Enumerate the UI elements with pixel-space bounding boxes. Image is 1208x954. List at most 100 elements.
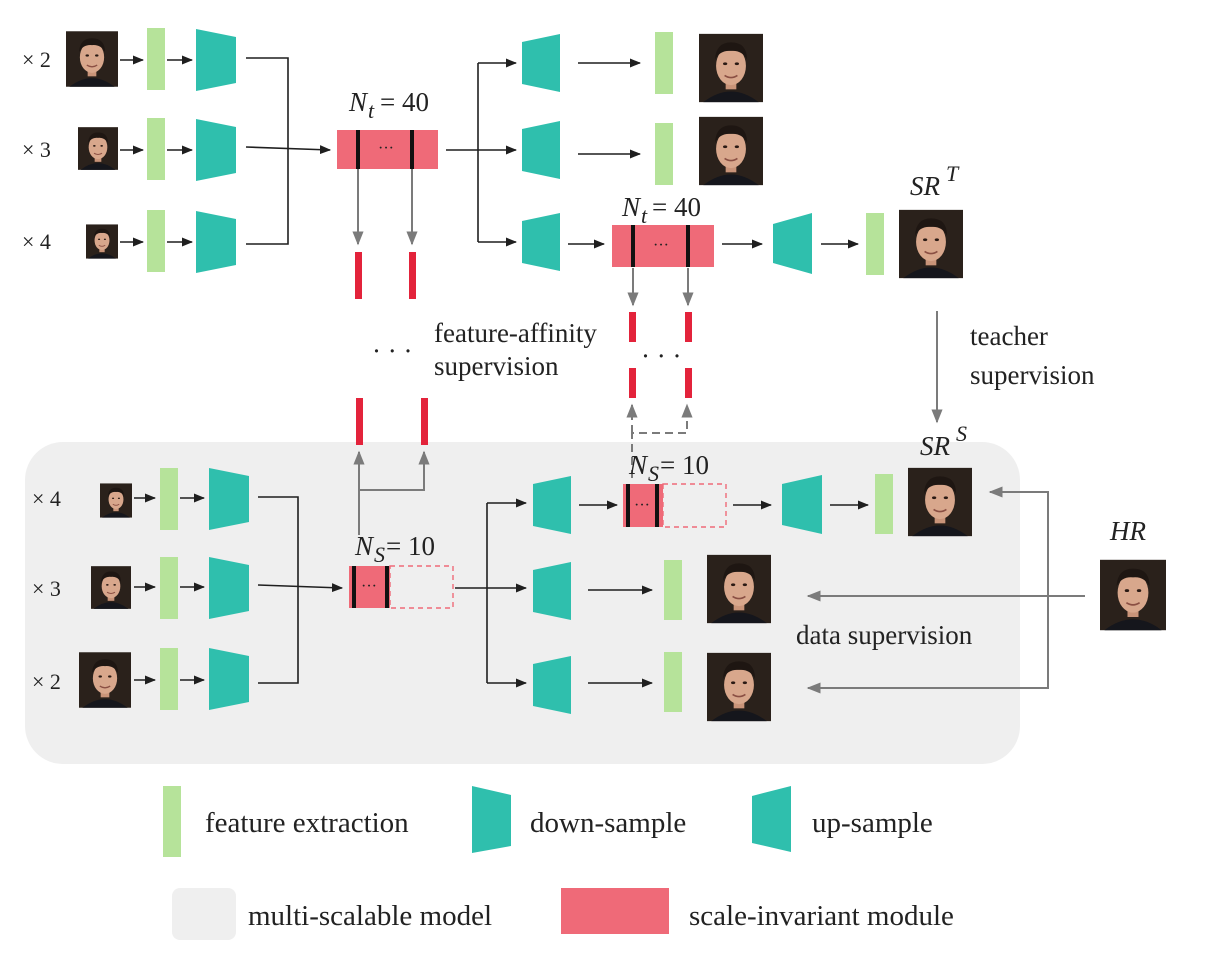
svg-text:t: t [641,203,648,228]
lr-face-x3 [91,565,131,610]
feature-marker [629,368,636,398]
feature-affinity-supervision: · · · feature-affinity supervision · · · [352,169,694,535]
legend-multi-scalable-label: multi-scalable model [248,900,492,932]
lr-face-x4 [100,482,132,519]
module-dots: ··· [361,578,377,595]
svg-text:N: N [621,192,642,222]
legend-scale-invariant-swatch [561,888,669,934]
down-sample-block [209,648,249,710]
up-sample-block [533,562,571,620]
legend: feature extraction down-sample up-sample… [163,786,954,940]
svg-text:= 10: = 10 [660,450,709,480]
up-sample-block [522,213,560,271]
teacher-module-label: N t = 40 [348,87,429,123]
pruned-module-outline [389,565,454,609]
up-sample-block [773,213,812,274]
legend-down-sample-label: down-sample [530,807,686,839]
lr-face-x2 [79,651,131,709]
svg-text:= 10: = 10 [386,531,435,561]
down-sample-block [209,557,249,619]
feature-extraction-block [664,560,682,620]
down-sample-block [209,468,249,530]
svg-text:t: t [368,98,375,123]
student-model: × 4 × 3 × 2 N S = 10 ··· [32,421,972,723]
down-sample-block [196,29,236,91]
sr-face-x2 [699,32,763,104]
teacher-supervision-label: teacher [970,321,1048,351]
feature-marker [356,398,363,445]
svg-text:S: S [648,461,659,486]
feature-extraction-block [147,210,165,272]
legend-feature-extraction-swatch [163,786,181,857]
svg-text:S: S [956,421,967,446]
down-sample-block [196,119,236,181]
vertical-dots: · · · [372,336,412,366]
data-supervision: HR data supervision [796,486,1166,694]
legend-feature-extraction-label: feature extraction [205,807,409,839]
down-sample-block [196,211,236,273]
sr-teacher-face [899,208,963,280]
svg-text:SR: SR [920,431,951,461]
feature-marker [685,368,692,398]
up-sample-block [533,476,571,534]
feature-extraction-block [160,648,178,710]
teacher-supervision-label-2: supervision [970,360,1095,390]
feature-extraction-block [655,32,673,94]
feature-extraction-block [147,28,165,90]
student-output-face-x2 [707,651,771,723]
sr-student-label: SR S [920,421,967,461]
feature-affinity-label-2: supervision [434,351,559,381]
svg-text:N: N [354,531,375,561]
teacher-scale-label-x2: × 2 [22,47,51,72]
feature-marker [355,252,362,299]
svg-text:T: T [946,161,960,186]
module-dots: ··· [653,237,669,254]
student-scale-label-x3: × 3 [32,576,61,601]
feature-marker [409,252,416,299]
up-sample-block [533,656,571,714]
feature-marker [685,312,692,342]
feature-extraction-block [160,557,178,619]
student-module-label: N S = 10 [354,531,435,567]
hr-face [1100,558,1166,632]
feature-marker [629,312,636,342]
feature-extraction-block [875,474,893,534]
feature-extraction-block [866,213,884,275]
svg-text:N: N [628,450,649,480]
up-sample-block [782,475,822,534]
sr-teacher-label: SR T [910,161,960,201]
vertical-dots-2: · · · [641,341,681,371]
teacher-scale-label-x3: × 3 [22,137,51,162]
feature-marker [421,398,428,445]
lr-face-x4 [86,223,118,260]
legend-up-sample-swatch [752,786,791,852]
legend-down-sample-swatch [472,786,511,853]
svg-text:= 40: = 40 [652,192,701,222]
student-module-label-2: N S = 10 [628,450,709,486]
legend-scale-invariant-label: scale-invariant module [689,900,954,932]
hr-label: HR [1109,516,1146,546]
teacher-module-label-2: N t = 40 [621,192,701,228]
legend-up-sample-label: up-sample [812,807,933,839]
svg-text:HR: HR [1109,516,1146,546]
feature-affinity-label: feature-affinity [434,318,597,348]
lr-face-x2 [66,30,118,88]
sr-student-face [908,466,972,538]
teacher-model: × 2 × 3 × 4 N t = 40 · [22,28,963,280]
feature-extraction-block [664,652,682,712]
legend-multi-scalable-swatch [172,888,236,940]
scale-invariant-module [612,225,714,267]
svg-text:N: N [348,87,369,117]
up-sample-block [522,34,560,92]
student-scale-label-x2: × 2 [32,669,61,694]
feature-extraction-block [147,118,165,180]
student-output-face-x3 [707,553,771,625]
data-supervision-label: data supervision [796,620,973,650]
up-sample-block [522,121,560,179]
feature-extraction-block [655,123,673,185]
module-dots: ··· [378,140,394,157]
svg-text:= 40: = 40 [380,87,429,117]
svg-text:SR: SR [910,171,941,201]
feature-extraction-block [160,468,178,530]
